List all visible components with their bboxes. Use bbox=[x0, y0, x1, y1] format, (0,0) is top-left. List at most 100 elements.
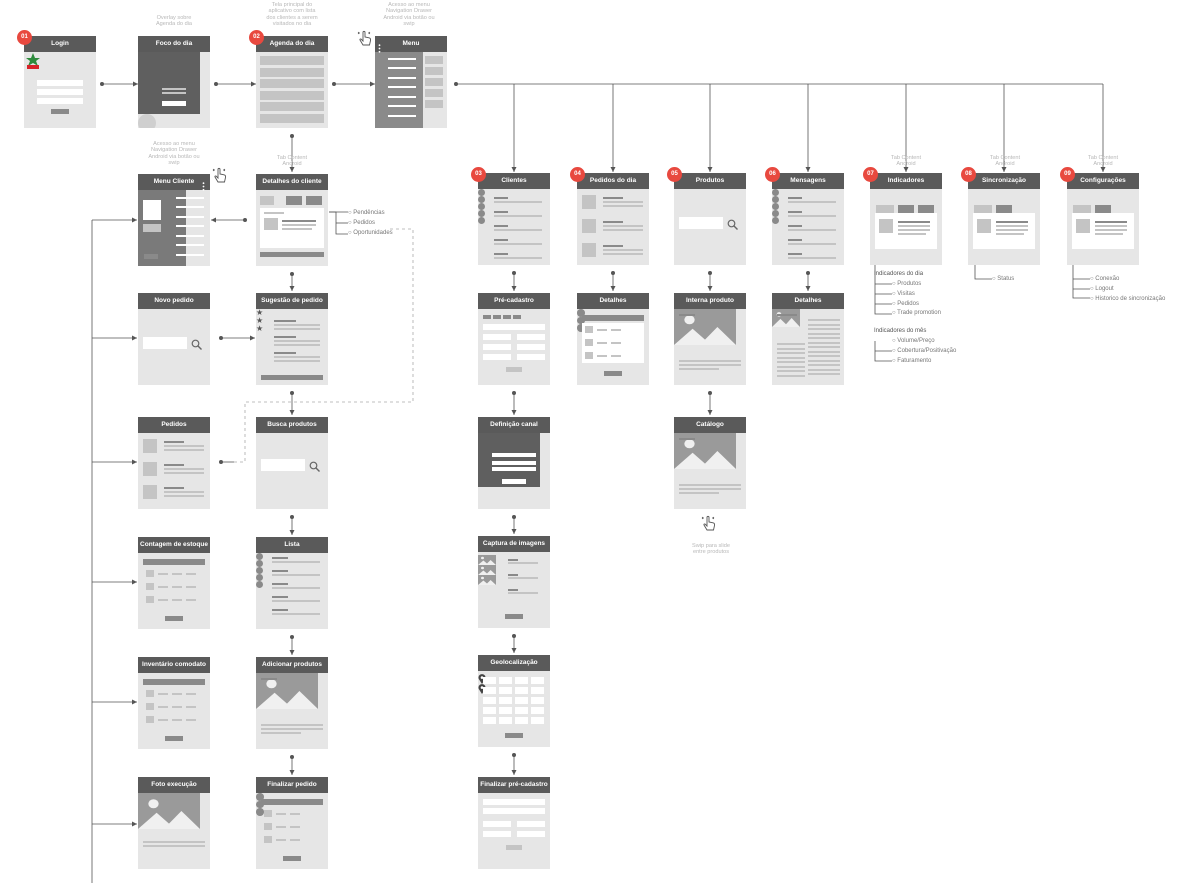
screen-definicao[interactable]: Definição canal bbox=[478, 417, 550, 509]
screen-finalizar-pedido[interactable]: Finalizar pedido bbox=[256, 777, 328, 869]
screen-geo[interactable]: Geolocalização bbox=[478, 655, 550, 747]
row-cell bbox=[186, 719, 196, 721]
screen-body bbox=[138, 309, 210, 385]
action-bar bbox=[505, 733, 523, 738]
screen-body bbox=[256, 190, 328, 266]
screen-pre-cadastro[interactable]: Pré-cadastro bbox=[478, 293, 550, 385]
row-line bbox=[603, 225, 643, 227]
map-block bbox=[515, 687, 528, 694]
row-thumb bbox=[585, 326, 593, 333]
screen-title: Inventário comodato bbox=[138, 657, 210, 673]
map-block bbox=[531, 707, 544, 714]
text-line bbox=[808, 323, 840, 326]
tab bbox=[513, 315, 521, 319]
screen-sincronizacao[interactable]: Sincronização bbox=[968, 173, 1040, 265]
screen-body bbox=[968, 189, 1040, 265]
tab bbox=[503, 315, 511, 319]
screen-sugestao[interactable]: Sugestão de pedido★★★ bbox=[256, 293, 328, 385]
settings-item: ○ Conexão bbox=[1090, 276, 1120, 282]
screen-clientes[interactable]: Clientes bbox=[478, 173, 550, 265]
badge-04: 04 bbox=[570, 167, 585, 182]
text-line bbox=[777, 365, 805, 368]
row-cell bbox=[172, 706, 182, 708]
text-line bbox=[808, 364, 840, 366]
screen-title: Geolocalização bbox=[478, 655, 550, 671]
drawer-panel bbox=[375, 52, 423, 128]
brand-logo bbox=[24, 52, 42, 70]
action-bar bbox=[505, 614, 523, 619]
screen-mensagens[interactable]: Mensagens bbox=[772, 173, 844, 265]
screen-body bbox=[478, 433, 550, 509]
row-line bbox=[164, 491, 204, 493]
screen-foco[interactable]: Foco do dia bbox=[138, 36, 210, 128]
text-line bbox=[777, 347, 805, 350]
location-pin-icon bbox=[478, 681, 486, 694]
row-avatar bbox=[772, 196, 779, 203]
row-avatar bbox=[478, 203, 485, 210]
screen-inventario[interactable]: Inventário comodato bbox=[138, 657, 210, 749]
screen-detalhes-ped[interactable]: Detalhes bbox=[577, 293, 649, 385]
form-field bbox=[483, 354, 511, 360]
screen-title: Sincronização bbox=[968, 173, 1040, 189]
tab bbox=[1073, 205, 1091, 213]
screen-login[interactable]: Login bbox=[24, 36, 96, 128]
screen-interna[interactable]: Interna produto bbox=[674, 293, 746, 385]
more-vert-icon[interactable] bbox=[202, 178, 205, 191]
action-bar bbox=[261, 375, 323, 380]
screen-adicionar[interactable]: Adicionar produtos bbox=[256, 657, 328, 749]
screen-produtos[interactable]: Produtos bbox=[674, 173, 746, 265]
user-avatar bbox=[138, 114, 156, 128]
connector-dot bbox=[214, 82, 218, 86]
content-line bbox=[1095, 221, 1127, 223]
map-block bbox=[515, 697, 528, 704]
screen-foto[interactable]: Foto execução bbox=[138, 777, 210, 869]
row-avatar bbox=[256, 581, 263, 588]
content-line bbox=[261, 732, 301, 734]
screen-pedidos[interactable]: Pedidos bbox=[138, 417, 210, 509]
screen-body bbox=[478, 552, 550, 628]
screen-agenda[interactable]: Agenda do dia bbox=[256, 36, 328, 128]
remove-icon bbox=[256, 800, 264, 809]
screen-detalhes-msg[interactable]: Detalhes bbox=[772, 293, 844, 385]
connector-dot bbox=[100, 82, 104, 86]
map-block bbox=[515, 707, 528, 714]
remove-icon bbox=[577, 309, 585, 317]
dialog-line bbox=[492, 461, 536, 465]
title-line bbox=[777, 314, 797, 316]
row-thumb bbox=[264, 836, 272, 843]
row-line bbox=[164, 449, 204, 451]
dialog bbox=[478, 433, 540, 487]
search-field bbox=[679, 217, 723, 229]
more-vert-icon[interactable] bbox=[378, 40, 381, 53]
screen-captura[interactable]: Captura de imagens bbox=[478, 536, 550, 628]
screen-menu[interactable]: Menu bbox=[375, 36, 447, 128]
screen-finalizar-pre[interactable]: Finalizar pré-cadastro bbox=[478, 777, 550, 869]
row-cell bbox=[172, 573, 182, 575]
row-cell bbox=[158, 719, 168, 721]
screen-contagem[interactable]: Contagem de estoque bbox=[138, 537, 210, 629]
submit-button bbox=[506, 367, 522, 372]
thumb bbox=[879, 219, 893, 233]
screen-catalogo[interactable]: Catálogo bbox=[674, 417, 746, 509]
screen-detalhes-cliente[interactable]: Detalhes do cliente bbox=[256, 174, 328, 266]
row-line bbox=[274, 328, 320, 330]
screen-busca[interactable]: Busca produtos bbox=[256, 417, 328, 509]
screen-indicadores[interactable]: Indicadores bbox=[870, 173, 942, 265]
row-thumb bbox=[264, 810, 272, 817]
drawer-item-label bbox=[388, 105, 416, 107]
screen-lista[interactable]: Lista bbox=[256, 537, 328, 629]
screen-body bbox=[772, 309, 844, 385]
screen-body bbox=[577, 189, 649, 265]
content-line bbox=[898, 221, 930, 223]
swipe-hand-icon bbox=[356, 29, 374, 47]
row-line bbox=[272, 600, 320, 602]
screen-pedidos-dia[interactable]: Pedidos do dia bbox=[577, 173, 649, 265]
screen-title: Login bbox=[24, 36, 96, 52]
screen-menu-cliente[interactable]: Menu Cliente bbox=[138, 174, 210, 266]
screen-configuracoes[interactable]: Configurações bbox=[1067, 173, 1139, 265]
screen-novo-pedido[interactable]: Novo pedido bbox=[138, 293, 210, 385]
row-title bbox=[274, 336, 296, 338]
screen-title: Menu bbox=[375, 36, 447, 52]
screen-body bbox=[138, 190, 210, 266]
